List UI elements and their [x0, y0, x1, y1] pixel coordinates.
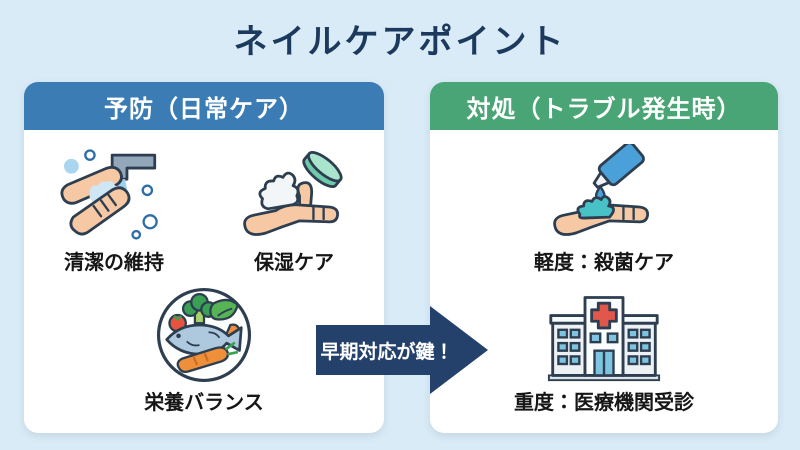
response-panel-header: 対処（トラブル発生時）: [430, 82, 778, 130]
prevention-panel-body: 清潔の維持 保湿ケア: [24, 130, 384, 433]
response-item-severe: 重度：医療機関受診: [430, 278, 778, 414]
prevention-panel: 予防（日常ケア）: [24, 82, 384, 433]
prevention-item-nutrition: 栄養バランス: [24, 278, 384, 414]
item-label: 保湿ケア: [254, 252, 334, 274]
prevention-panel-header: 予防（日常ケア）: [24, 82, 384, 130]
handwashing-icon: [24, 136, 204, 252]
item-label: 清潔の維持: [64, 252, 164, 274]
hospital-icon: [430, 278, 778, 392]
antiseptic-gel-hand-icon: [430, 136, 778, 252]
moisturizing-hand-icon: [204, 136, 384, 252]
item-label: 栄養バランス: [144, 392, 264, 414]
early-response-arrow: 早期対応が鍵！: [316, 306, 488, 394]
item-label: 軽度：殺菌ケア: [534, 252, 674, 274]
page-title: ネイルケアポイント: [233, 23, 567, 61]
arrow-label: 早期対応が鍵！: [320, 341, 454, 363]
item-label: 重度：医療機関受診: [514, 392, 694, 414]
response-panel: 対処（トラブル発生時） 軽度：殺菌ケア: [430, 82, 778, 433]
response-panel-body: 軽度：殺菌ケア: [430, 130, 778, 433]
right-arrow-shape: [316, 306, 488, 394]
prevention-item-moisturize: 保湿ケア: [204, 136, 384, 274]
response-item-mild: 軽度：殺菌ケア: [430, 136, 778, 274]
prevention-item-cleanliness: 清潔の維持: [24, 136, 204, 274]
balanced-meal-icon: [24, 278, 384, 392]
